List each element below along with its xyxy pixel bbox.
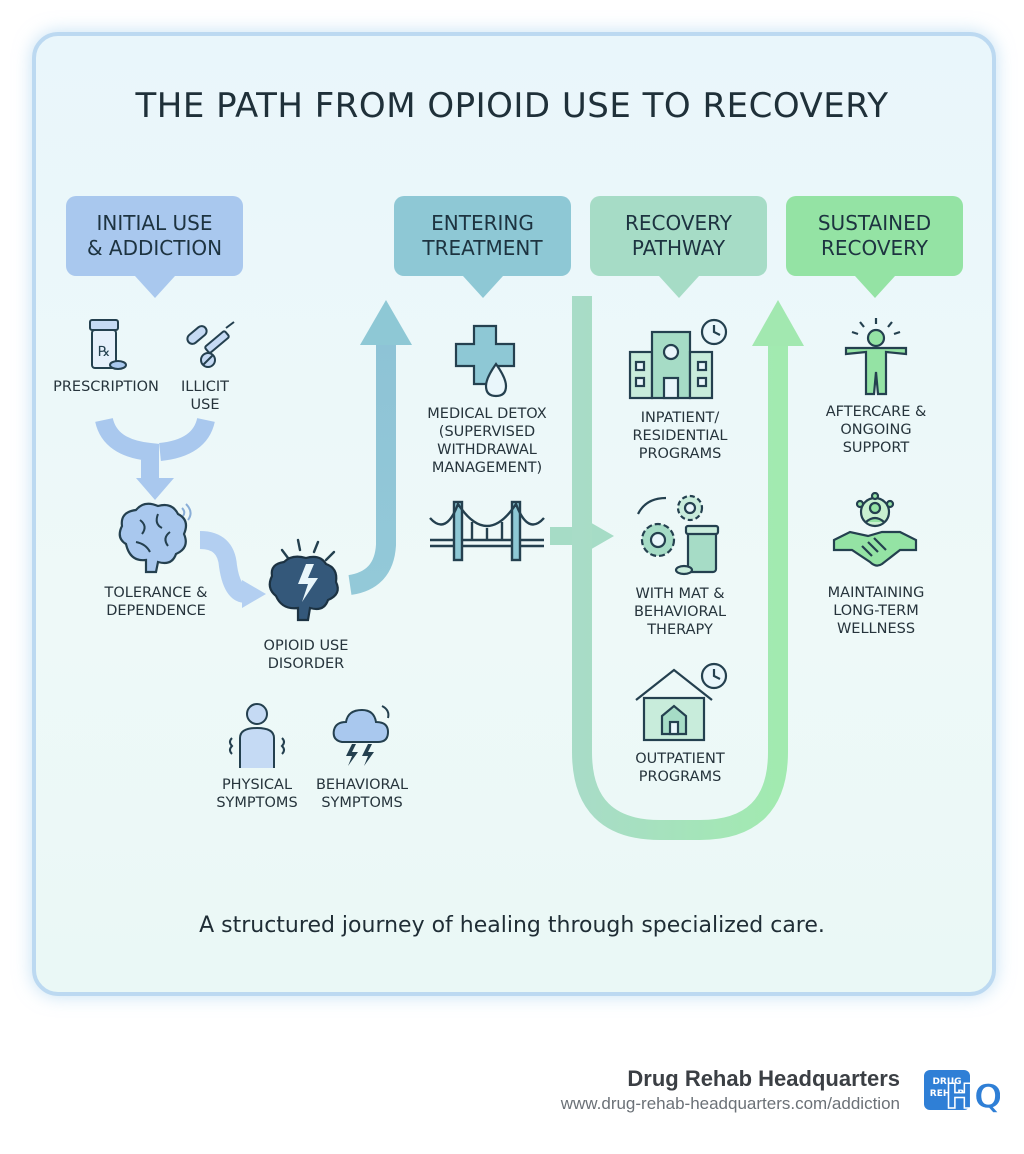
merge-arrow [95, 417, 215, 482]
handshake-icon [832, 492, 918, 567]
mat-therapy-label: WITH MAT & BEHAVIORAL THERAPY [633, 586, 727, 638]
bridge-arrow-head [588, 521, 614, 551]
merge-arrow-head [136, 478, 174, 500]
tolerance-arrow [199, 531, 248, 603]
treatment-arrow-head [360, 300, 412, 345]
stage-initial-label: INITIAL USE & ADDICTION [86, 211, 223, 260]
brain-lightning-icon [268, 538, 339, 622]
oud-to-treatment-arrow [348, 342, 396, 595]
stage-entering-treatment: ENTERING TREATMENT [394, 196, 571, 298]
recovery-loop-arrow [572, 296, 788, 840]
bridge-icon [429, 500, 545, 562]
syringe-pills-icon [186, 321, 235, 368]
medical-cross-drop-icon [454, 324, 516, 398]
brain-icon [118, 502, 192, 574]
person-symptoms-icon [229, 703, 285, 768]
stage-sustained-recovery: SUSTAINED RECOVERY [786, 196, 963, 298]
inpatient-label: INPATIENT/ RESIDENTIAL PROGRAMS [632, 410, 728, 462]
stage-treatment-label: ENTERING TREATMENT [422, 211, 543, 260]
pill-bottle-icon: ℞ [89, 319, 127, 370]
person-celebrate-icon [844, 318, 908, 396]
stage-pathway-label: RECOVERY PATHWAY [624, 211, 733, 260]
hospital-clock-icon [628, 318, 728, 400]
tagline: A structured journey of healing through … [199, 913, 825, 938]
brand-url[interactable]: www.drug-rehab-headquarters.com/addictio… [560, 1094, 900, 1113]
svg-text:℞: ℞ [98, 344, 111, 360]
illicit-use-label: ILLICIT USE [181, 379, 229, 413]
behavioral-symptoms-label: BEHAVIORAL SYMPTOMS [315, 777, 409, 811]
medical-detox-label: MEDICAL DETOX (SUPERVISED WITHDRAWAL MAN… [427, 406, 547, 476]
storm-cloud-icon [332, 705, 390, 766]
stage-initial-use: INITIAL USE & ADDICTION [66, 196, 243, 298]
aftercare-label: AFTERCARE & ONGOING SUPPORT [825, 404, 927, 456]
logo-text-top: DRUG [932, 1077, 961, 1087]
brand-block: Drug Rehab Headquarters www.drug-rehab-h… [561, 1066, 900, 1114]
brand-logo: DRUG REHAB HQ [924, 1070, 1000, 1114]
brand-name: Drug Rehab Headquarters [627, 1066, 900, 1091]
gears-pill-icon [637, 494, 720, 576]
logo-text-bottom: REHAB [930, 1089, 965, 1099]
page-title: THE PATH FROM OPIOID USE TO RECOVERY [135, 86, 889, 126]
stage-recovery-pathway: RECOVERY PATHWAY [590, 196, 767, 298]
wellness-label: MAINTAINING LONG-TERM WELLNESS [827, 585, 925, 637]
tolerance-label: TOLERANCE & DEPENDENCE [104, 585, 208, 619]
prescription-label: PRESCRIPTION [53, 379, 159, 395]
house-clock-icon [635, 662, 728, 742]
recovery-loop-head [752, 300, 804, 346]
outpatient-label: OUTPATIENT PROGRAMS [635, 751, 725, 785]
logo-letters: HQ [945, 1077, 1000, 1114]
physical-symptoms-label: PHYSICAL SYMPTOMS [216, 777, 298, 811]
tolerance-arrow-head [242, 580, 266, 608]
stage-sustained-label: SUSTAINED RECOVERY [817, 211, 932, 260]
oud-label: OPIOID USE DISORDER [263, 638, 349, 672]
